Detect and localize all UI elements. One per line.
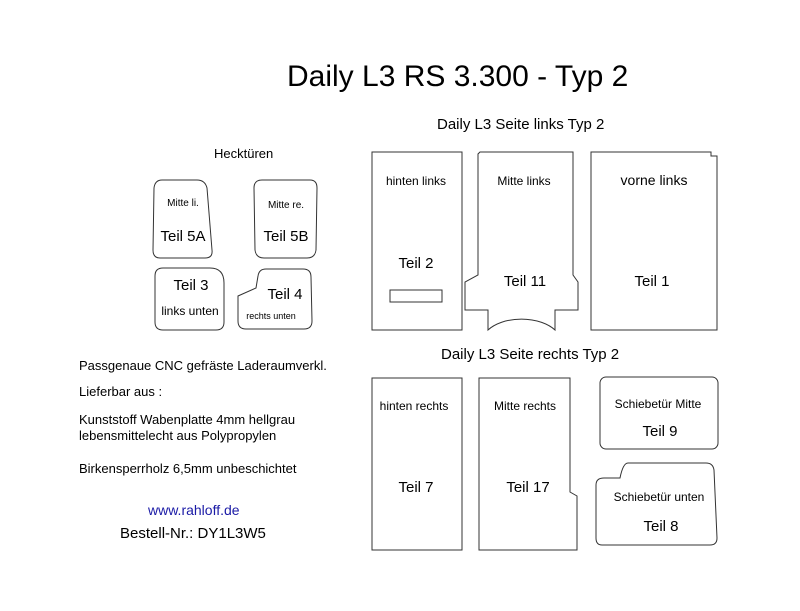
part-1: vorne links Teil 1 xyxy=(590,151,718,331)
part-2-label: hinten links xyxy=(386,174,446,188)
part-2-number: Teil 2 xyxy=(398,255,433,272)
part-5b: Mitte re. Teil 5B xyxy=(253,179,318,259)
part-3-label: links unten xyxy=(161,304,218,318)
part-11: Mitte links Teil 11 xyxy=(464,151,579,332)
page-title: Daily L3 RS 3.300 - Typ 2 xyxy=(287,60,629,93)
part-7: hinten rechts Teil 7 xyxy=(371,377,463,551)
available-from-text: Lieferbar aus : xyxy=(79,384,163,399)
part-5a-number: Teil 5A xyxy=(160,228,205,245)
material-1-detail-text: lebensmittelecht aus Polypropylen xyxy=(79,428,277,443)
material-1-text: Kunststoff Wabenplatte 4mm hellgrau xyxy=(79,412,296,427)
part-4: Teil 4 rechts unten xyxy=(237,268,313,330)
part-8-label: Schiebetür unten xyxy=(614,490,705,504)
part-5b-label: Mitte re. xyxy=(268,200,304,211)
part-5a-label: Mitte li. xyxy=(167,198,199,209)
part-11-number: Teil 11 xyxy=(504,273,546,290)
cnc-info-text: Passgenaue CNC gefräste Laderaumverkl. xyxy=(79,358,327,373)
part-4-number: Teil 4 xyxy=(267,286,302,303)
part-3-number: Teil 3 xyxy=(173,277,208,294)
part-8-number: Teil 8 xyxy=(643,518,678,535)
part-7-label: hinten rechts xyxy=(380,399,449,413)
part-4-label: rechts unten xyxy=(246,311,296,321)
part-17: Mitte rechts Teil 17 xyxy=(478,377,578,551)
website-link[interactable]: www.rahloff.de xyxy=(148,502,240,518)
part-9: Schiebetür Mitte Teil 9 xyxy=(599,376,719,450)
part-1-label: vorne links xyxy=(621,172,688,188)
part-11-label: Mitte links xyxy=(497,174,550,188)
part-17-number: Teil 17 xyxy=(506,479,549,496)
right-side-heading: Daily L3 Seite rechts Typ 2 xyxy=(441,346,620,363)
part-3: Teil 3 links unten xyxy=(154,267,225,331)
part-8: Schiebetür unten Teil 8 xyxy=(595,462,718,546)
part-9-number: Teil 9 xyxy=(642,423,677,440)
part-1-number: Teil 1 xyxy=(634,273,669,290)
material-2-text: Birkensperrholz 6,5mm unbeschichtet xyxy=(79,461,297,476)
part-7-number: Teil 7 xyxy=(398,479,433,496)
part-2: hinten links Teil 2 xyxy=(371,151,463,331)
order-number: Bestell-Nr.: DY1L3W5 xyxy=(120,525,266,542)
part-5b-number: Teil 5B xyxy=(263,228,308,245)
left-side-heading: Daily L3 Seite links Typ 2 xyxy=(437,116,605,133)
rear-doors-heading: Hecktüren xyxy=(214,146,274,161)
part-5a: Mitte li. Teil 5A xyxy=(152,179,213,259)
part-17-label: Mitte rechts xyxy=(494,399,556,413)
part-9-label: Schiebetür Mitte xyxy=(615,397,702,411)
